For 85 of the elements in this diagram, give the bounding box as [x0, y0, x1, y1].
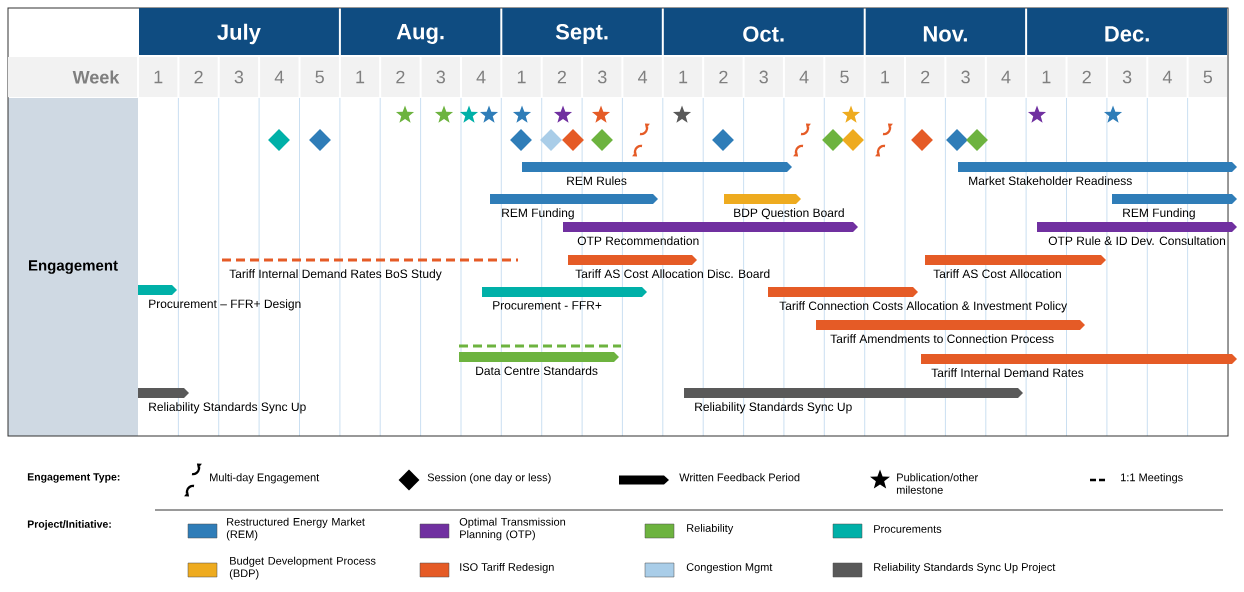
week-cell: 4 [986, 57, 1026, 97]
week-cell: 3 [1107, 57, 1147, 97]
week-cell: 4 [1148, 57, 1187, 97]
legend-item: Reliability [644, 523, 734, 539]
node-label: Procurement - FFR+ [493, 301, 602, 310]
node-label: Tariff Connection Costs Allocation & Investment Policy [779, 301, 1068, 313]
timeline-bar: Market Stakeholder Readiness [958, 162, 1237, 185]
node-label: REM Funding [1123, 208, 1195, 220]
node-label: Market Stakeholder Readiness [969, 176, 1132, 186]
week-cell: 2 [1067, 57, 1106, 97]
legend-item: Written Feedback Period [619, 473, 800, 485]
node-label: Tariff Internal Demand Rates [931, 368, 1084, 378]
week-cell: 4 [784, 57, 824, 97]
week-cell: 3 [421, 57, 460, 97]
week-cell: 5 [300, 57, 339, 97]
timeline-bar: Tariff AS Cost Allocation [925, 255, 1106, 278]
timeline-bar: Tariff Amendments to Connection Process [816, 320, 1085, 343]
legend-item: Multi-day Engagement [184, 463, 320, 497]
node-label: Tariff AS Cost Allocation Disc. Board [575, 269, 770, 279]
legend-item: Procurements [832, 523, 942, 539]
timeline-bar: OTP Rule & ID Dev. Consultation [1037, 222, 1237, 245]
week-cell: 4 [462, 57, 501, 97]
month-header: Aug. [340, 8, 501, 55]
node-label: BDP Question Board [734, 208, 844, 220]
timeline-bar: Data Centre Standards [459, 352, 619, 375]
week-cell: 1 [340, 57, 380, 97]
week-cell: 5 [1188, 57, 1227, 97]
week-cell: 2 [542, 57, 582, 97]
legend-item: 1:1 Meetings [1090, 473, 1183, 484]
week-cell: 3 [583, 57, 622, 97]
week-cell: 1 [865, 57, 904, 97]
legend-item: Optimal Transmission Planning (OTP) [419, 517, 566, 541]
week-cell: 1 [1027, 57, 1066, 97]
week-cell: 5 [825, 57, 864, 97]
legend-item: Publication/other milestone [870, 469, 978, 494]
week-cell: 3 [946, 57, 985, 97]
legend-item: Budget Development Process (BDP) [187, 556, 376, 580]
meeting-line: Tariff Internal Demand Rates BoS Study [222, 258, 518, 281]
row-heading: Engagement [29, 260, 118, 274]
timeline-bar: Tariff Internal Demand Rates [921, 354, 1237, 377]
legend-item: Session (one day or less) [398, 469, 551, 491]
timeline-bar: Tariff Connection Costs Allocation & Investment Policy [768, 287, 1068, 313]
week-cell: 1 [139, 57, 178, 97]
week-cell: 3 [744, 57, 783, 97]
month-header: Oct. [663, 8, 864, 55]
week-cell: 1 [663, 57, 703, 97]
legend-item: Restructured Energy Market (REM) [187, 517, 365, 541]
timeline-bar: OTP Recommendation [563, 222, 858, 245]
node-label: Procurement – FFR+ Design [149, 299, 301, 311]
timeline-bar: BDP Question Board [724, 194, 844, 220]
timeline-bar: REM Funding [1112, 194, 1237, 220]
node-label: Data Centre Standards [476, 366, 598, 376]
timeline-bar: Procurement - FFR+ [482, 287, 647, 310]
node-label: Tariff AS Cost Allocation [933, 269, 1061, 279]
week-header: Week [8, 57, 137, 97]
month-header: July [139, 8, 339, 55]
timeline-bar: Reliability Standards Sync Up [684, 388, 1023, 414]
week-cell: 2 [381, 57, 420, 97]
month-header: Sept. [502, 8, 662, 55]
week-cell: 3 [219, 57, 259, 97]
timeline-bar: Reliability Standards Sync Up [138, 388, 306, 414]
timeline-bar: Tariff AS Cost Allocation Disc. Board [568, 255, 770, 278]
month-header: Dec. [1027, 8, 1227, 55]
legend-heading: Project/Initiative: [27, 520, 111, 530]
node-label: OTP Recommendation [577, 236, 699, 246]
node-label: REM Funding [502, 208, 574, 220]
week-cell: 1 [502, 57, 541, 97]
week-cell: 2 [906, 57, 945, 97]
node-label: Tariff Amendments to Connection Process [830, 334, 1054, 344]
month-header: Nov. [865, 8, 1026, 55]
legend-item: Congestion Mgmt [644, 562, 773, 578]
node-label: Reliability Standards Sync Up [149, 402, 306, 414]
week-cell: 2 [179, 57, 218, 97]
node-label: Reliability Standards Sync Up [695, 402, 852, 414]
legend-heading: Engagement Type: [27, 473, 120, 483]
node-label: REM Rules [567, 176, 627, 186]
week-cell: 4 [623, 57, 662, 97]
legend-item: Reliability Standards Sync Up Project [832, 562, 1056, 578]
node-label: OTP Rule & ID Dev. Consultation [1048, 236, 1226, 246]
timeline-bar: Procurement – FFR+ Design [138, 285, 301, 311]
week-cell: 2 [704, 57, 743, 97]
legend-item: ISO Tariff Redesign [419, 562, 554, 578]
timeline-bar: REM Rules [522, 162, 792, 185]
week-cell: 4 [260, 57, 299, 97]
timeline-bar: REM Funding [490, 194, 658, 220]
